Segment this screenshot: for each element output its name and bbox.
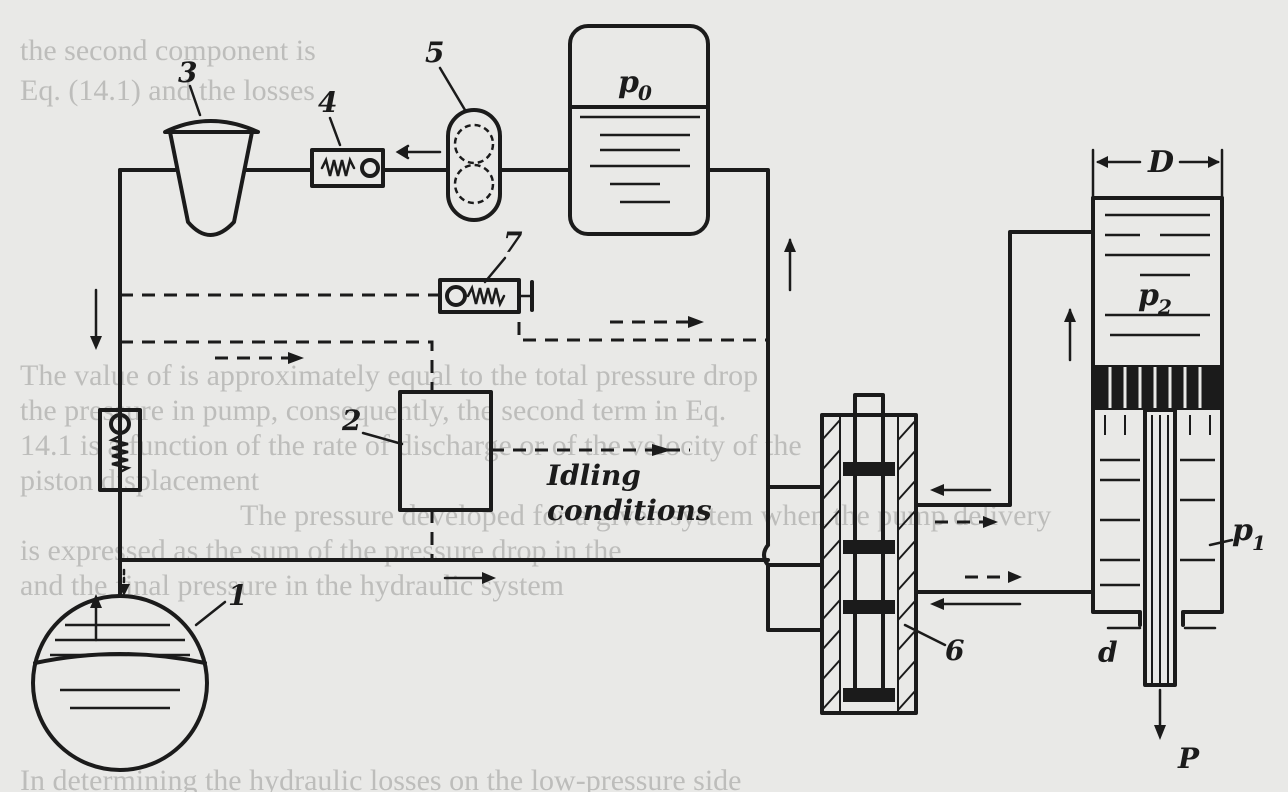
arrow-right-dashed-6 (935, 516, 998, 528)
check-valve-vertical (98, 408, 142, 492)
idling-annotation: Idling conditions (546, 459, 712, 527)
bg-line-8: is expressed as the sum of the pressure … (20, 534, 622, 567)
label-check-valve: 4 (318, 86, 337, 119)
arrow-right-dashed-mid (215, 352, 304, 364)
label-control: 2 (341, 404, 361, 437)
relief-valve-7: 7 (438, 226, 534, 314)
bg-line-3: The value of is approximately equal to t… (20, 359, 758, 392)
arrow-right-idling (652, 444, 672, 456)
label-distributor: 6 (945, 634, 964, 667)
arrow-right-solid-bottom (443, 572, 496, 584)
label-D: D (1147, 145, 1174, 180)
arrow-down-left (90, 288, 102, 350)
flow-arrows (90, 144, 1076, 642)
pump-tank: 1 (31, 579, 247, 772)
label-p1-sub: 1 (1252, 531, 1266, 555)
label-gear-pump: 5 (425, 36, 444, 69)
bg-line-5: 14.1 is a function of the rate of discha… (20, 429, 802, 462)
label-d: d (1098, 636, 1118, 669)
label-relief-valve: 7 (503, 226, 523, 259)
label-p1: p (1232, 513, 1253, 548)
main-piping (118, 168, 1095, 632)
label-p2: p (1138, 278, 1159, 313)
distributor-6: 6 (820, 393, 964, 715)
label-p0: p (618, 65, 639, 100)
label-filter: 3 (178, 56, 197, 89)
supply-tank: p 0 (568, 24, 710, 236)
hydraulic-cylinder: D p 2 (1091, 145, 1266, 775)
bg-line-2: Eq. (14.1) and the losses (20, 74, 315, 107)
label-pump: 1 (228, 579, 247, 612)
gear-pump-5: 5 (425, 36, 502, 222)
control-block: 2 (341, 390, 493, 512)
idling-line-1: Idling (546, 459, 641, 492)
bg-line-1: the second component is (20, 34, 316, 67)
check-valve-4: 4 (310, 86, 385, 188)
arrow-up-right-pipe (784, 238, 796, 292)
arrow-left-bottom-6 (930, 598, 1022, 610)
arrow-right-lower-6 (965, 571, 1022, 583)
label-P: P (1177, 742, 1200, 775)
filter: 3 (163, 56, 260, 237)
arrow-right-dashed-top (610, 316, 704, 328)
arrow-left-upper-6 (930, 484, 992, 496)
idling-line-2: conditions (547, 494, 712, 527)
arrow-left-4 (395, 144, 442, 160)
label-p0-sub: 0 (638, 81, 652, 105)
label-p2-sub: 2 (1157, 295, 1172, 319)
arrow-up-cylinder (1064, 308, 1076, 362)
arrow-down-pump-dashed (118, 568, 130, 596)
